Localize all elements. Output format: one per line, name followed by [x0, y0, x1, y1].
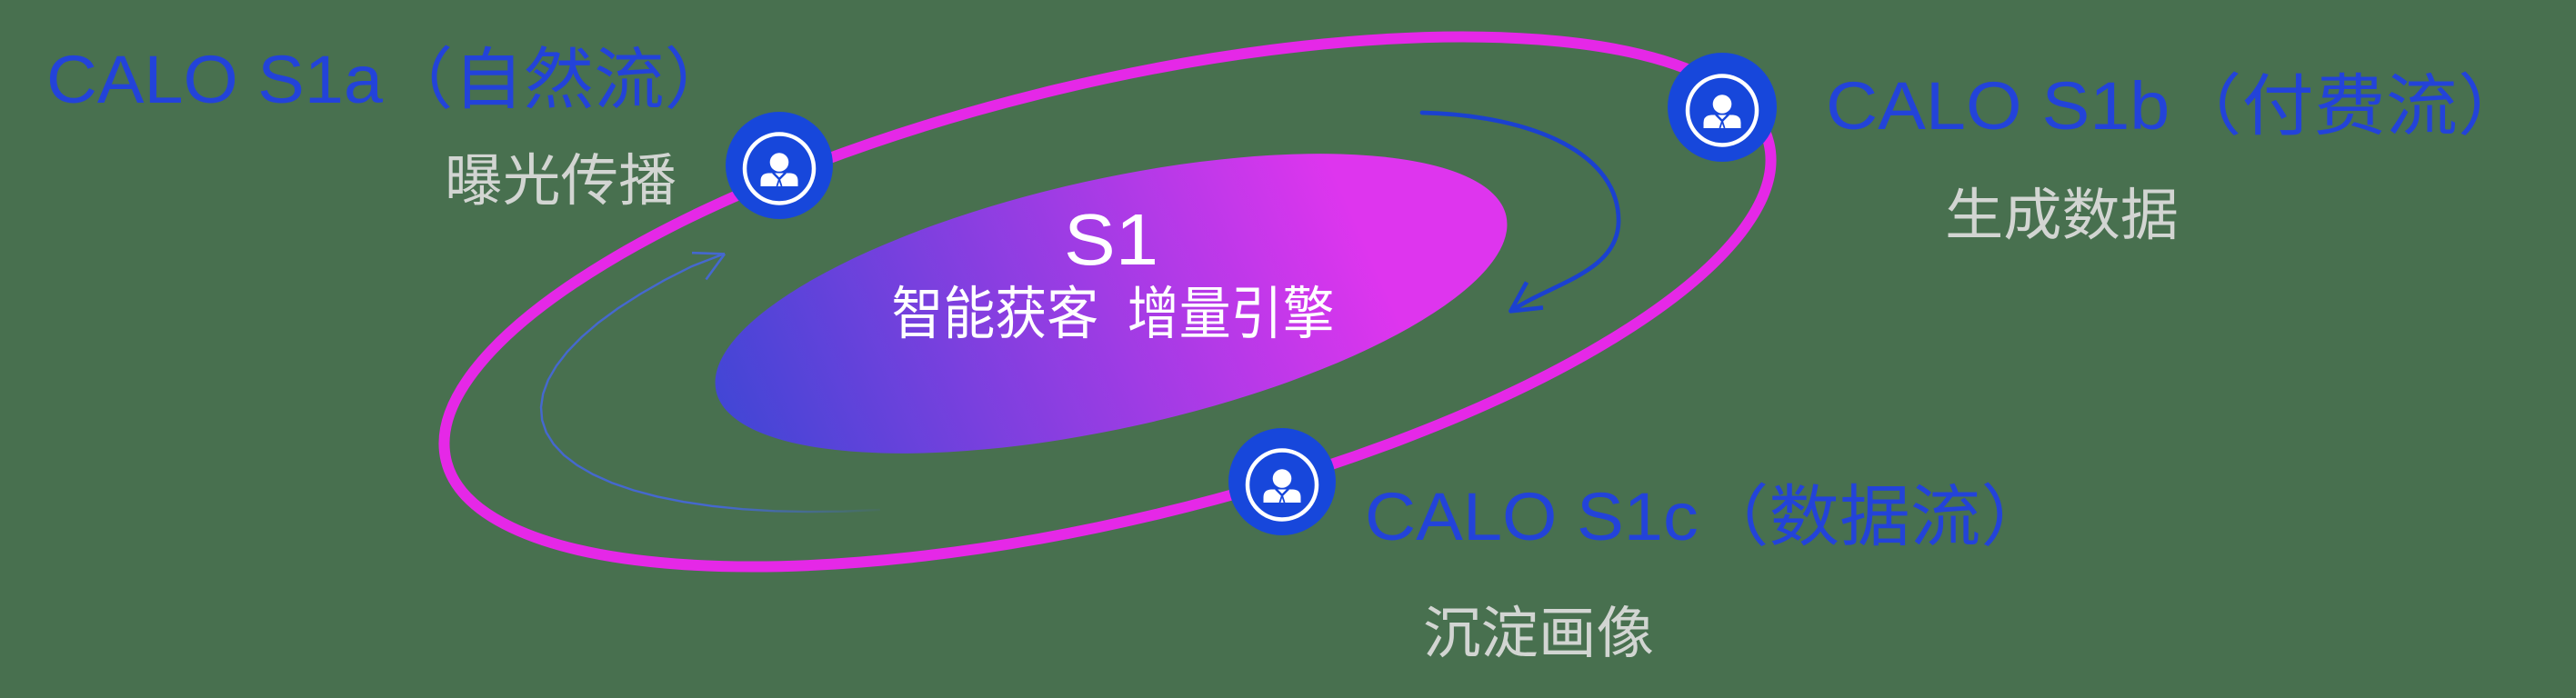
svg-text:曝光传播: 曝光传播 [445, 150, 677, 213]
svg-text:生成数据: 生成数据 [1945, 184, 2179, 247]
svg-text:智能获客 增量引擎: 智能获客 增量引擎 [892, 283, 1335, 346]
svg-text:沉淀画像: 沉淀画像 [1423, 603, 1654, 665]
svg-text:CALO S1a（自然流）: CALO S1a（自然流） [46, 42, 735, 117]
svg-text:CALO S1b（付费流）: CALO S1b（付费流） [1826, 68, 2530, 144]
svg-text:S1: S1 [1064, 199, 1158, 280]
svg-text:CALO S1c（数据流）: CALO S1c（数据流） [1365, 479, 2051, 554]
